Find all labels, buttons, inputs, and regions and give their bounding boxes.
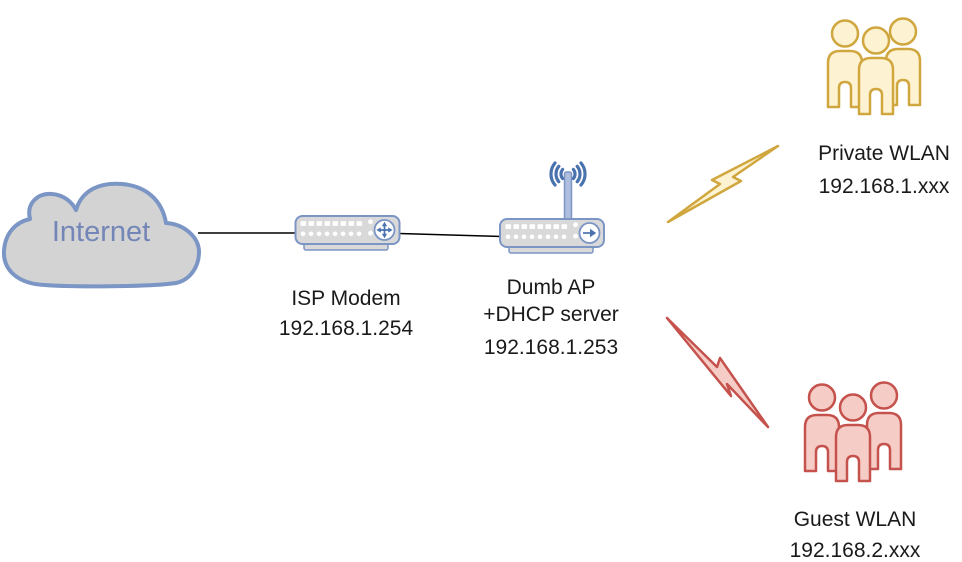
person-icon [803, 383, 841, 473]
private-wlan-users-icon [826, 17, 922, 116]
guest-wlan-name: Guest WLAN [793, 508, 917, 531]
person-icon [826, 19, 864, 109]
dumb-ap-ip: 192.168.1.253 [483, 336, 619, 359]
private-wlan-name: Private WLAN [818, 142, 950, 165]
radio-waves-icon [549, 161, 587, 187]
private-wlan-label: Private WLAN 192.168.1.xxx [818, 137, 950, 203]
modem-ports [300, 219, 373, 237]
isp-modem-label: ISP Modem 192.168.1.254 [279, 284, 413, 344]
private-wlan-lightning-bolt-icon [666, 144, 780, 224]
dumb-ap-icon [499, 161, 605, 254]
wire-modem-to-ap [398, 232, 503, 238]
isp-modem-icon [294, 215, 401, 251]
ap-ports [505, 222, 578, 240]
internet-label: Internet [51, 216, 151, 248]
person-icon [834, 393, 872, 483]
guest-wlan-users-icon [803, 381, 903, 483]
dumb-ap-label: Dumb AP +DHCP server 192.168.1.253 [483, 274, 619, 361]
isp-modem-name: ISP Modem [291, 287, 401, 310]
person-icon [857, 26, 895, 116]
antenna-icon [549, 161, 587, 221]
internet-cloud-icon [1, 181, 201, 289]
dumb-ap-name: Dumb AP [506, 276, 596, 299]
four-way-arrows-icon [376, 221, 393, 239]
private-wlan-ip: 192.168.1.xxx [818, 175, 950, 198]
right-arrow-icon [583, 228, 597, 238]
isp-modem-ip: 192.168.1.254 [278, 317, 414, 340]
person-icon [865, 381, 903, 471]
guest-wlan-ip: 192.168.2.xxx [789, 539, 921, 562]
guest-wlan-label: Guest WLAN 192.168.2.xxx [790, 504, 921, 562]
dumb-ap-role: +DHCP server [483, 303, 619, 326]
guest-wlan-lightning-bolt-icon [665, 316, 770, 429]
